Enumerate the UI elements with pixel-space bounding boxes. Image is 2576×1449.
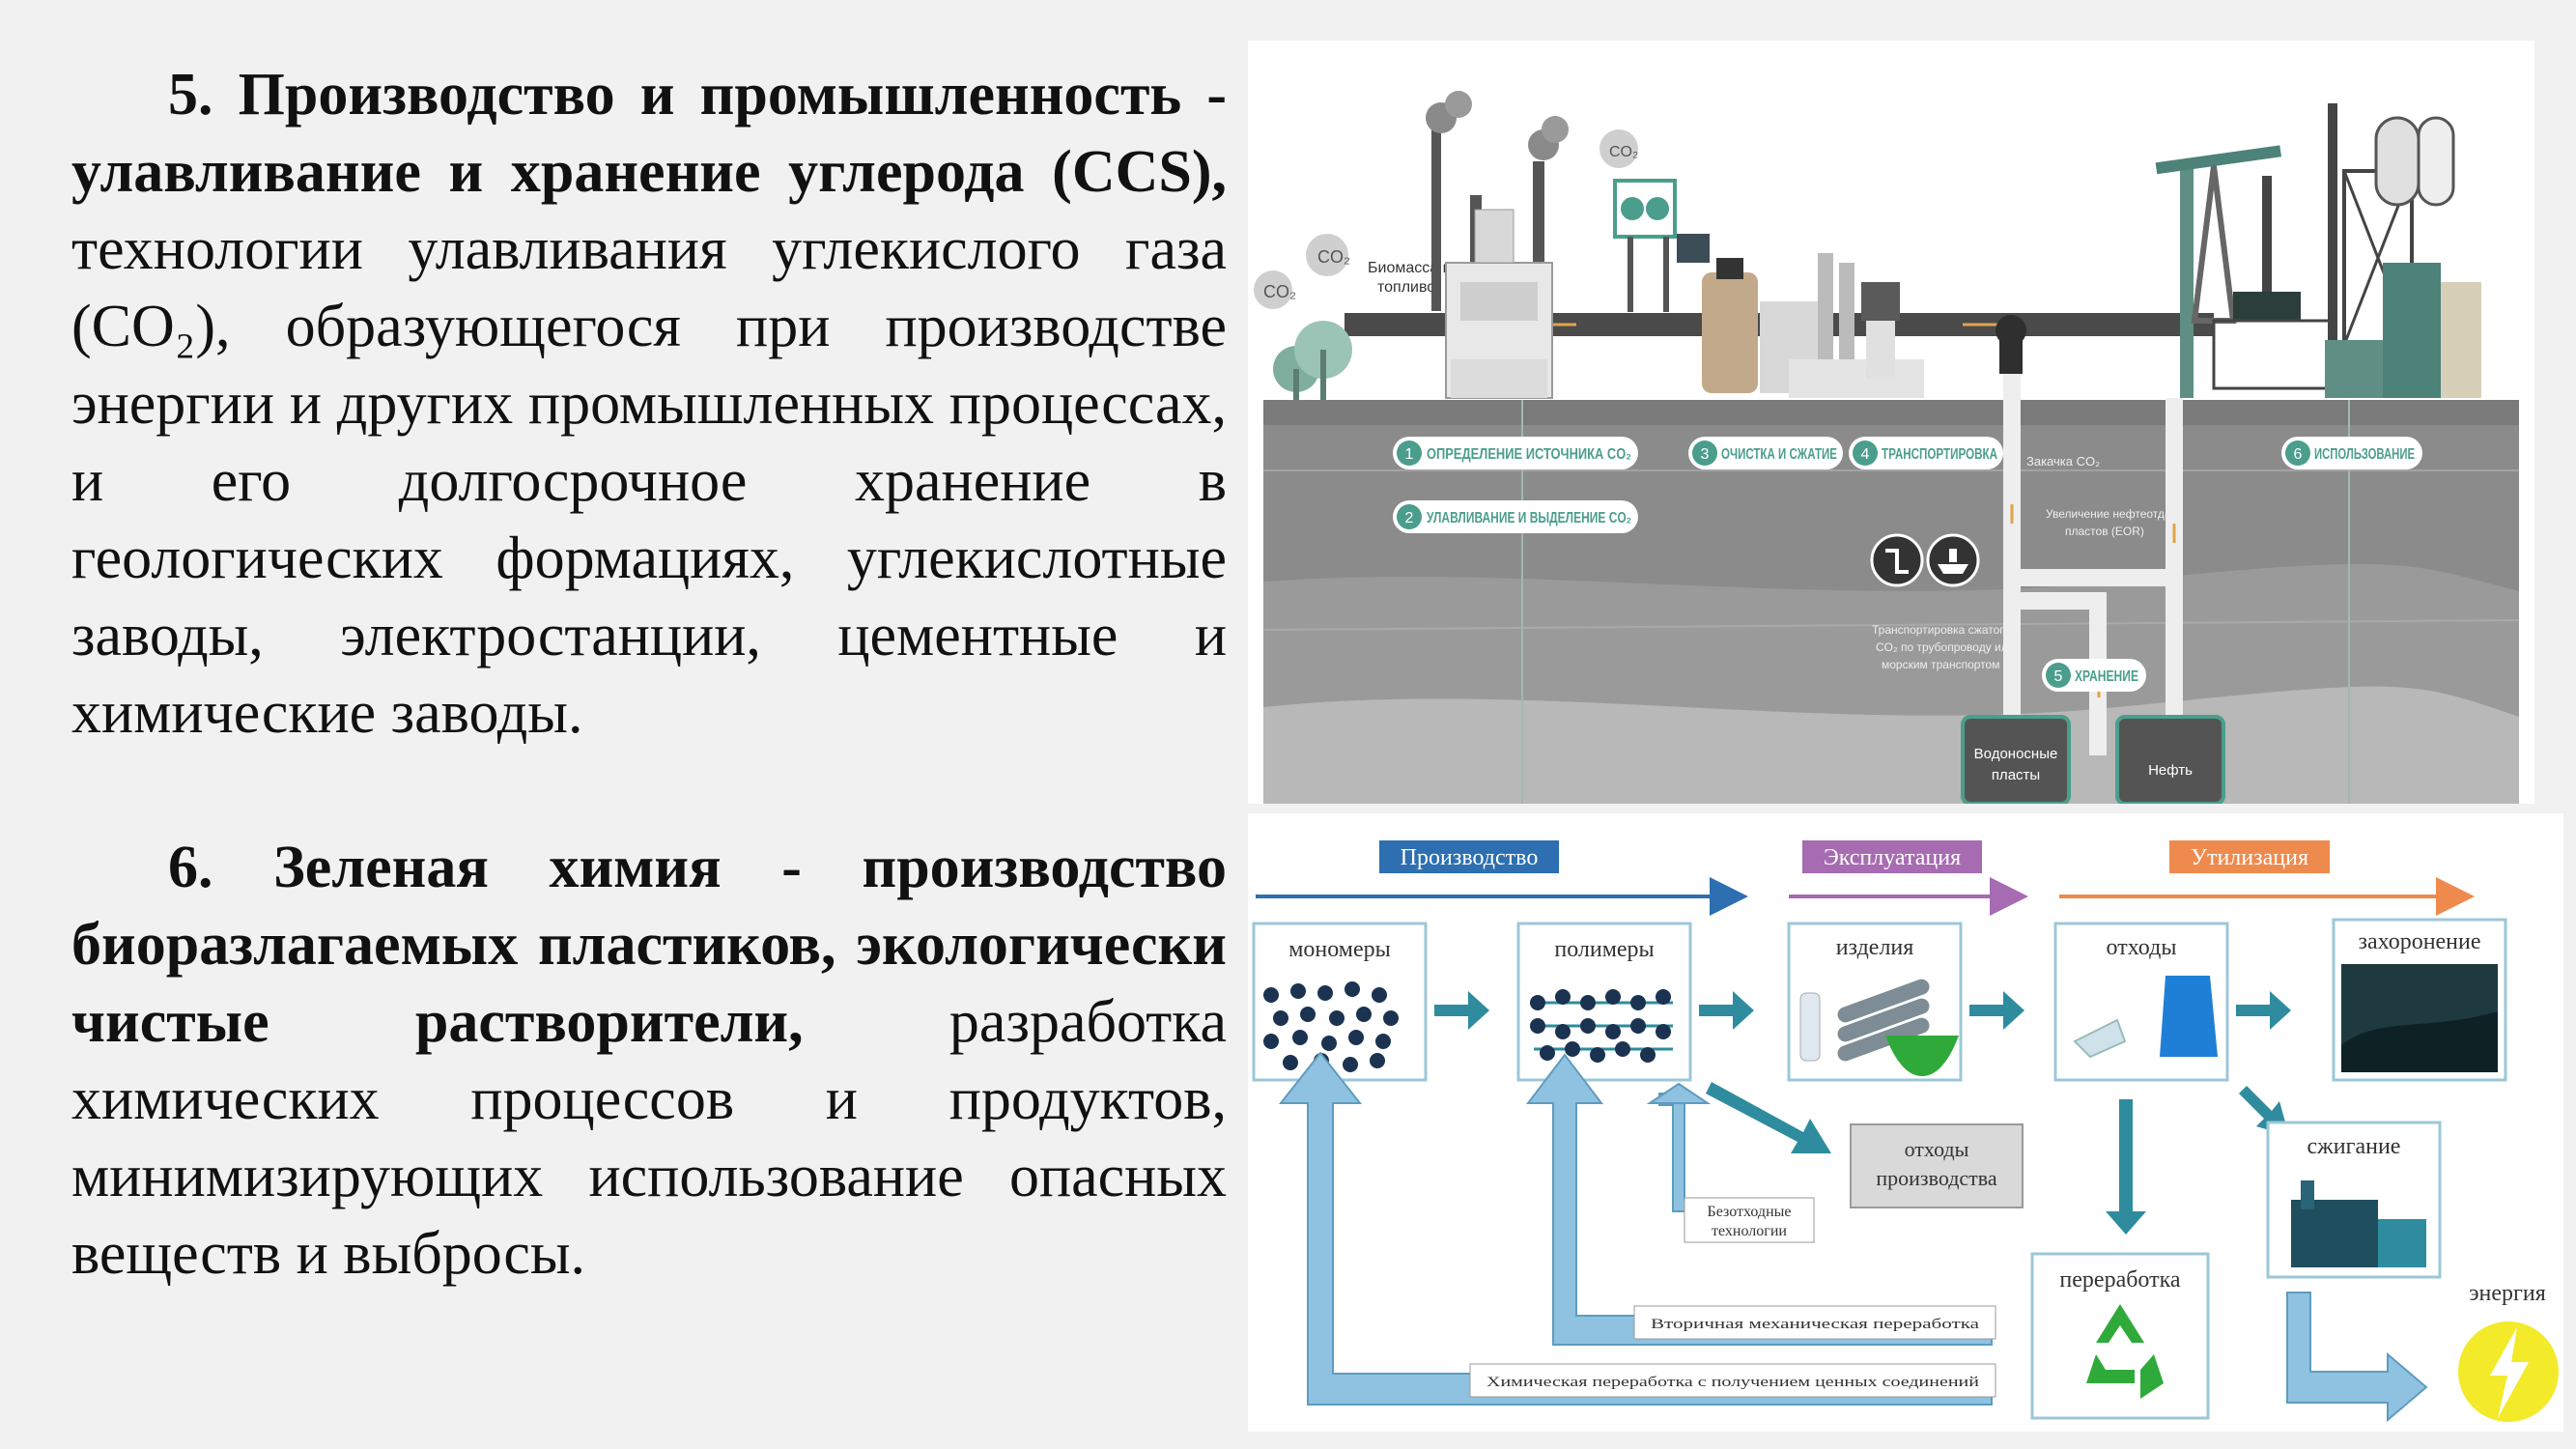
injection-label: Закачка CO₂: [2026, 454, 2100, 469]
polymers-box: полимеры: [1516, 922, 1692, 1082]
energy-lightning-icon: [2458, 1321, 2559, 1422]
products-label: изделия: [1836, 935, 1914, 960]
co2-cloud-icon: [1254, 129, 1638, 309]
co2-label-c: CO₂: [1609, 144, 1638, 160]
arrow-incineration-energy: [2286, 1292, 2428, 1423]
chemical-recycling-arrow: [1278, 1051, 1993, 1406]
power-plant-illustration: [1426, 91, 1569, 399]
step-5-pill: 5 ХРАНЕНИЕ: [2042, 659, 2146, 692]
injection-well: [2003, 374, 2021, 755]
wasteless-label-line2: технологии: [1712, 1223, 1787, 1239]
burial-box: захоронение: [2332, 918, 2507, 1082]
production-waste-label-line1: отходы: [1905, 1137, 1969, 1161]
stage-disposal-label: Утилизация: [2191, 845, 2308, 870]
arrow-waste-recycling: [2106, 1099, 2146, 1235]
transport-label-line3: морским транспортом: [1882, 658, 1999, 671]
text-column: 5. Производство и промышленность - улавл…: [71, 56, 1227, 1293]
step-4-label: ТРАНСПОРТИРОВКА: [1882, 446, 1997, 463]
ship-transport-icon: [1926, 533, 1980, 587]
step-6-label: ИСПОЛЬЗОВАНИЕ: [2314, 446, 2415, 463]
waste-box: отходы: [2053, 922, 2229, 1082]
stage-disposal-badge: [2169, 840, 2330, 873]
stage-operation-label: Эксплуатация: [1824, 845, 1961, 870]
transport-label-line1: Транспортировка сжатого: [1872, 623, 2010, 637]
eor-label-line2: пластов (EOR): [2065, 525, 2144, 538]
energy-label: энергия: [2469, 1281, 2546, 1306]
wasteless-label-line1: Безотходные: [1708, 1204, 1792, 1220]
incineration-label: сжигание: [2307, 1134, 2401, 1159]
lifecycle-diagram: Производство Эксплуатация Утилизация мон…: [1248, 813, 2563, 1432]
step-1-number: 1: [1405, 446, 1414, 463]
stage-production-label: Производство: [1401, 845, 1539, 870]
arrow-monomers-polymers: [1434, 991, 1489, 1030]
oil-label: Нефть: [2148, 762, 2193, 779]
production-waste-box: отходы производства: [1850, 1123, 2024, 1208]
step-2-number: 2: [1405, 510, 1414, 526]
production-well: [2166, 398, 2183, 755]
eor-label-line1: Увеличение нефтеотдачи: [2046, 507, 2183, 521]
step-5-number: 5: [2054, 668, 2063, 685]
trees-illustration: [1273, 321, 1352, 400]
mechanical-recycling-label: Вторичная механическая переработка: [1651, 1317, 1979, 1332]
arrow-products-waste: [1969, 991, 2024, 1030]
transport-label-line2: CO₂ по трубопроводу или: [1876, 640, 2014, 654]
waste-label: отходы: [2107, 935, 2177, 960]
arrow-to-production-waste: [1706, 1082, 1831, 1153]
section-5-body: технологии улавливания углекислого газа …: [71, 216, 1227, 746]
production-waste-label-line2: производства: [1876, 1166, 1997, 1190]
step-2-label: УЛАВЛИВАНИЕ И ВЫДЕЛЕНИЕ CO₂: [1427, 510, 1631, 526]
step-1-pill: 1 ОПРЕДЕЛЕНИЕ ИСТОЧНИКА CO₂: [1393, 437, 1638, 469]
section-6-title: 6. Зеленая химия - производство биоразла…: [71, 835, 1227, 1055]
arrow-waste-burial: [2236, 991, 2291, 1030]
biomass-label-line2: топливо: [1377, 279, 1435, 296]
step-4-number: 4: [1861, 446, 1870, 463]
treatment-plant-illustration: [1702, 253, 1924, 398]
aquifer-label-line1: Водоносные: [1974, 746, 2058, 762]
products-box: изделия: [1787, 922, 1963, 1082]
burial-label: захоронение: [2358, 929, 2480, 954]
chemical-recycling-label: Химическая переработка с получением ценн…: [1486, 1375, 1979, 1390]
step-6-pill: 6 ИСПОЛЬЗОВАНИЕ: [2281, 437, 2422, 469]
step-3-pill: 3 ОЧИСТКА И СЖАТИЕ: [1688, 437, 1843, 469]
step-3-number: 3: [1701, 446, 1710, 463]
ccs-diagram: CO₂ CO₂ CO₂ Биомасса или топливо: [1248, 41, 2534, 806]
arrow-polymers-products: [1699, 991, 1754, 1030]
recycling-box: переработка: [2030, 1252, 2210, 1420]
section-6-paragraph: 6. Зеленая химия - производство биоразла…: [71, 829, 1227, 1293]
step-3-label: ОЧИСТКА И СЖАТИЕ: [1721, 446, 1837, 463]
aquifer-storage: Водоносные пласты: [1961, 715, 2071, 806]
polymers-label: полимеры: [1554, 937, 1654, 962]
renewable-sign-illustration: [1613, 179, 1710, 312]
step-5-label: ХРАНЕНИЕ: [2075, 668, 2138, 685]
co2-label-b: CO₂: [1317, 247, 1350, 267]
step-1-label: ОПРЕДЕЛЕНИЕ ИСТОЧНИКА CO₂: [1427, 446, 1631, 463]
pipeline-transport-icon: [1870, 533, 1924, 587]
monomers-box: мономеры: [1252, 922, 1428, 1082]
step-6-number: 6: [2294, 446, 2303, 463]
biomass-label-line1: Биомасса или: [1368, 260, 1469, 276]
step-4-pill: 4 ТРАНСПОРТИРОВКА: [1849, 437, 2003, 469]
section-6-body: разработка химических процессов и продук…: [71, 989, 1227, 1287]
monomers-label: мономеры: [1288, 937, 1391, 962]
section-5-paragraph: 5. Производство и промышленность - улавл…: [71, 56, 1227, 752]
section-5-title: 5. Производство и промышленность - улавл…: [71, 62, 1227, 205]
step-2-pill: 2 УЛАВЛИВАНИЕ И ВЫДЕЛЕНИЕ CO₂: [1393, 500, 1638, 533]
recycling-label: переработка: [2059, 1267, 2180, 1293]
oil-storage: Нефть: [2115, 715, 2225, 806]
stage-production-badge: [1379, 840, 1559, 873]
pumpjack-illustration: [2155, 145, 2332, 398]
refinery-illustration: [2325, 103, 2481, 398]
stage-operation-badge: [1802, 840, 1982, 873]
recycle-icon: [2086, 1304, 2164, 1399]
incineration-box: сжигание: [2266, 1121, 2442, 1279]
co2-label-a: CO₂: [1263, 282, 1296, 301]
aquifer-label-line2: пласты: [1992, 767, 2040, 783]
